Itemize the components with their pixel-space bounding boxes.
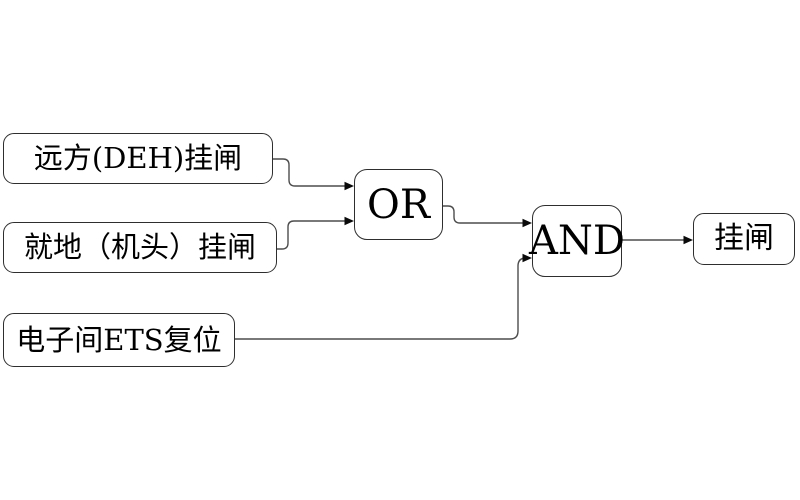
edge-input3-to-and [234,257,527,340]
node-label: AND [529,218,625,264]
node-electronics-room-ets-reset: 电子间ETS复位 [3,313,235,367]
arrow-head-icon [344,181,354,191]
node-label: 远方(DEH)挂闸 [33,141,243,175]
node-remote-deh-latch: 远方(DEH)挂闸 [3,133,273,184]
edge-input1-to-or [273,158,345,187]
edge-input2-to-or [277,220,345,250]
node-label: OR [367,181,430,228]
node-and-gate: AND [529,205,625,277]
arrow-head-icon [522,218,532,228]
node-label: 电子间ETS复位 [16,322,222,357]
arrow-head-icon [344,216,354,226]
arrow-head-icon [522,253,532,263]
node-output-latch: 挂闸 [693,213,795,265]
edge-or-to-and [443,205,523,224]
node-local-head-latch: 就地（机头）挂闸 [3,222,277,273]
arrow-head-icon [683,235,693,245]
node-or-gate: OR [354,169,443,240]
node-label: 挂闸 [714,221,774,256]
node-label: 就地（机头）挂闸 [23,230,256,264]
